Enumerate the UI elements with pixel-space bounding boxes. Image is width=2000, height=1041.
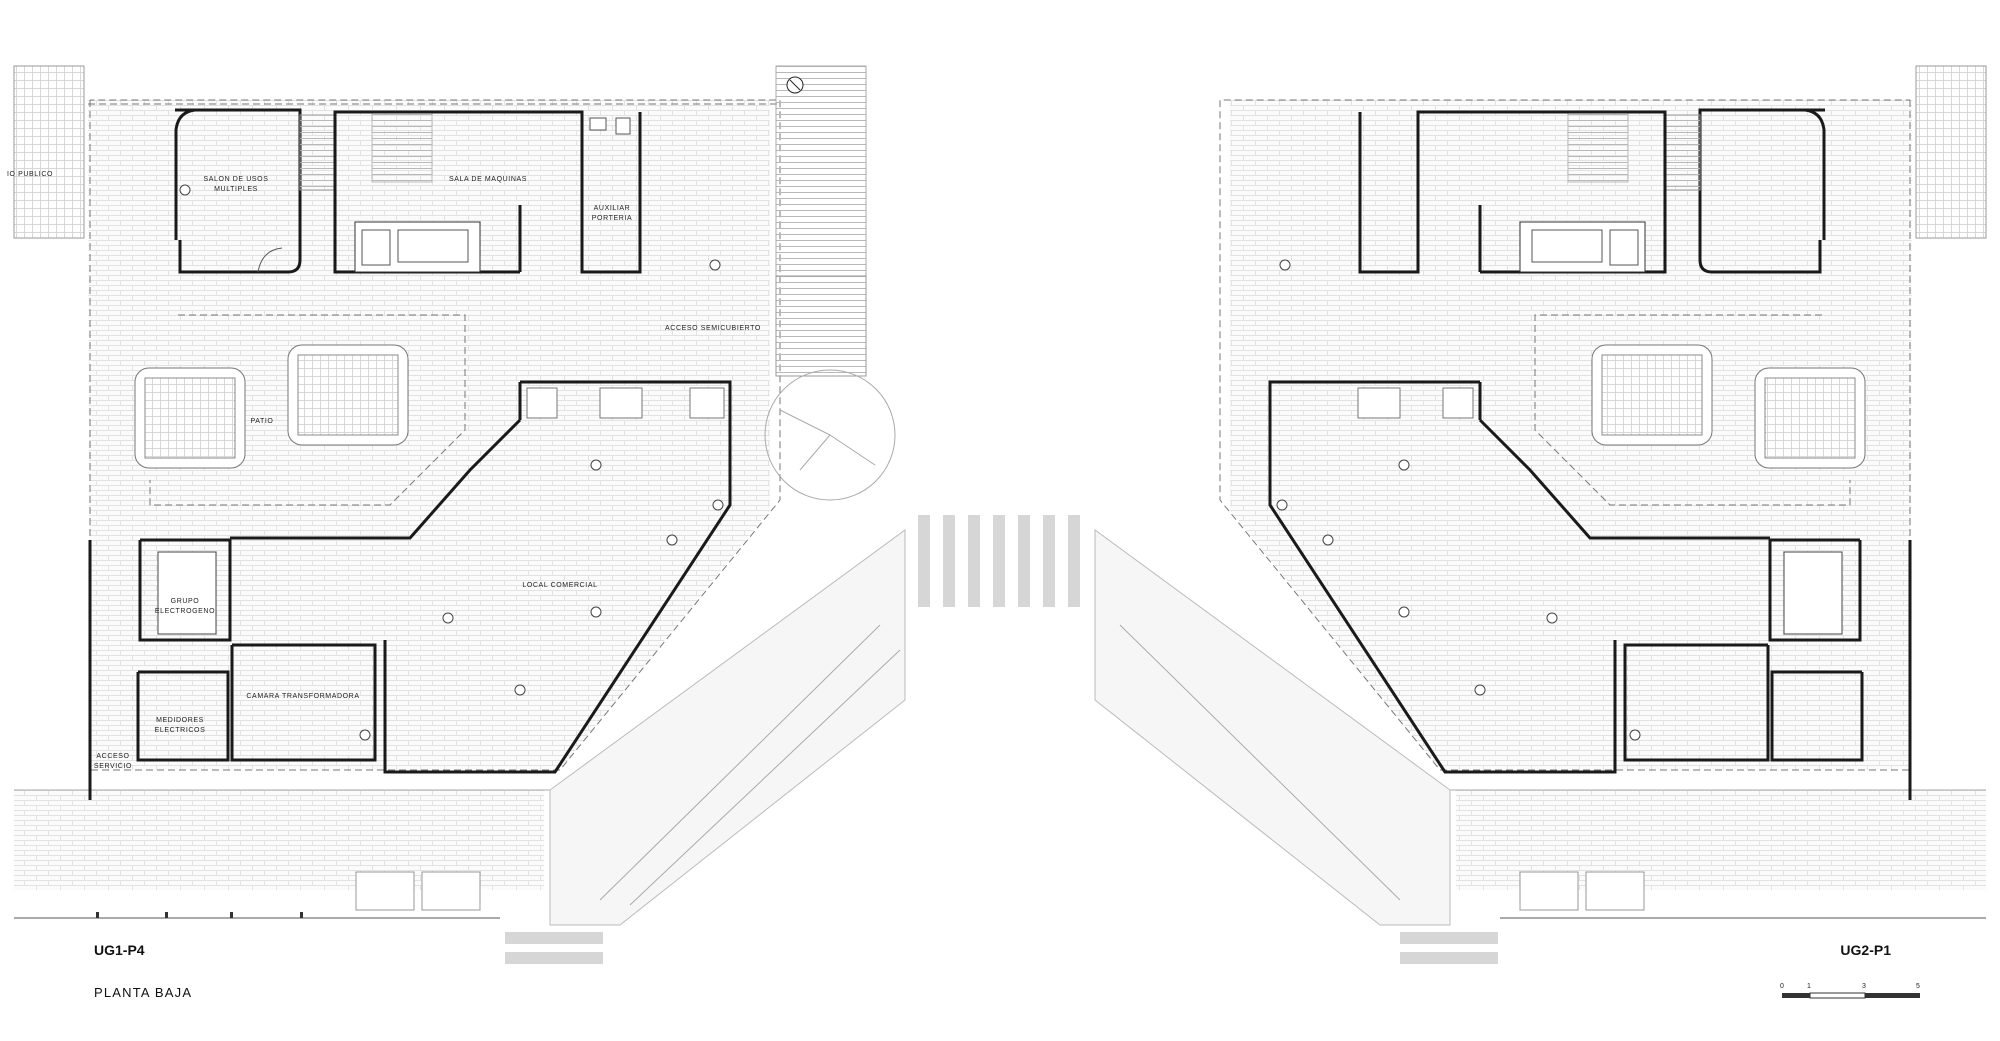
- right-building: [1094, 65, 1987, 926]
- label-acceso-servicio-1: ACCESO: [96, 753, 129, 760]
- label-salon-2: MULTIPLES: [214, 186, 258, 193]
- label-grupo-2: ELECTROGENO: [155, 608, 215, 615]
- left-building: [13, 65, 906, 926]
- label-medidores-1: MEDIDORES: [156, 717, 204, 724]
- scale-tick-1: 1: [1807, 983, 1811, 990]
- label-acceso-semicubierto: ACCESO SEMICUBIERTO: [665, 325, 761, 332]
- sheet-label-left: UG1-P4: [94, 942, 145, 958]
- scale-tick-5: 5: [1916, 983, 1920, 990]
- label-camara: CAMARA TRANSFORMADORA: [246, 693, 359, 700]
- room-labels: SALON DE USOS MULTIPLES SALA DE MAQUINAS…: [7, 171, 761, 770]
- sheet-label-right: UG2-P1: [1840, 942, 1891, 958]
- scale-tick-0: 0: [1780, 983, 1784, 990]
- label-acceso-servicio-2: SERVICIO: [94, 763, 132, 770]
- scale-tick-3: 3: [1862, 983, 1866, 990]
- label-sala-maquinas: SALA DE MAQUINAS: [449, 176, 527, 183]
- label-salon-1: SALON DE USOS: [204, 176, 269, 183]
- label-espacio-publico: IO PUBLICO: [7, 171, 53, 178]
- label-grupo-1: GRUPO: [171, 598, 200, 605]
- scale-bar: 0 1 3 5: [1780, 983, 1920, 999]
- label-porteria-2: PORTERIA: [592, 215, 632, 222]
- label-patio: PATIO: [251, 418, 274, 425]
- street-crossing: [505, 65, 1498, 964]
- label-local-comercial: LOCAL COMERCIAL: [522, 582, 597, 589]
- label-medidores-2: ELECTRICOS: [155, 727, 206, 734]
- label-porteria-1: AUXILIAR: [594, 205, 631, 212]
- drawing-title: PLANTA BAJA: [94, 985, 192, 1000]
